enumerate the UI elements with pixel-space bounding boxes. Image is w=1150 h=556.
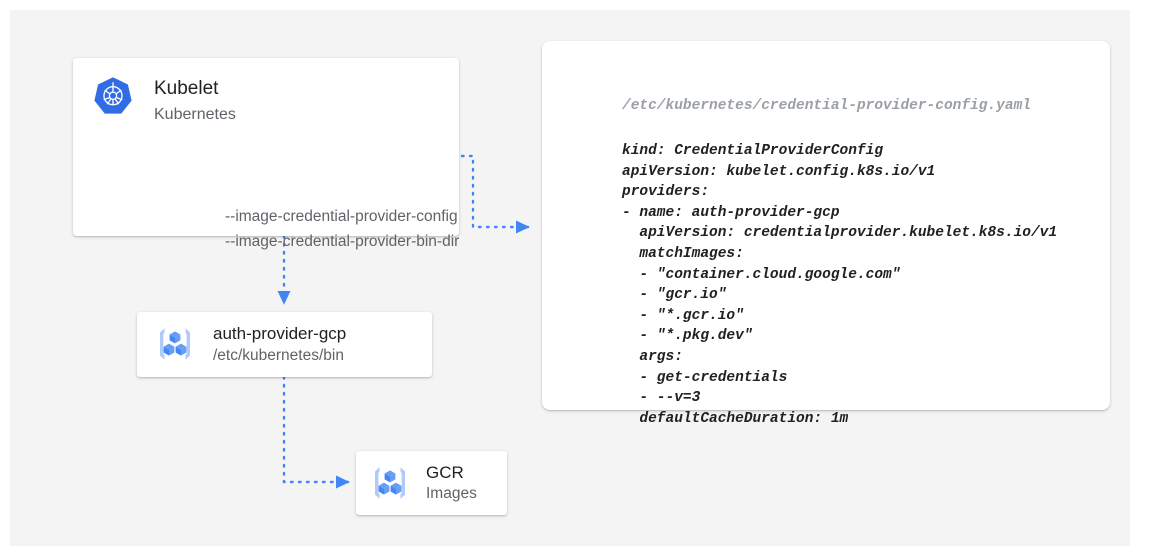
gcr-card[interactable]: GCR Images: [356, 451, 507, 515]
yaml-file-path: /etc/kubernetes/credential-provider-conf…: [622, 98, 1031, 114]
kubelet-subtitle: Kubernetes: [154, 106, 236, 123]
kubelet-card-titles: Kubelet Kubernetes: [154, 76, 236, 126]
kubelet-flag-config: --image-credential-provider-config: [225, 208, 458, 225]
auth-provider-title: auth-provider-gcp: [213, 323, 347, 343]
auth-provider-card-titles: auth-provider-gcp /etc/kubernetes/bin: [213, 323, 346, 366]
kubelet-title: Kubelet: [154, 78, 219, 99]
gcr-card-titles: GCR Images: [426, 462, 477, 504]
auth-provider-gcp-card[interactable]: auth-provider-gcp /etc/kubernetes/bin: [137, 312, 432, 377]
kubelet-flag-list: --image-credential-provider-config --ima…: [225, 204, 459, 254]
gcr-subtitle: Images: [426, 485, 477, 502]
gcp-artifact-cubes-icon: [366, 459, 414, 507]
credential-provider-config-card[interactable]: /etc/kubernetes/credential-provider-conf…: [542, 41, 1110, 427]
auth-provider-card-inner: auth-provider-gcp /etc/kubernetes/bin: [151, 320, 346, 368]
kubelet-flag-bin-dir: --image-credential-provider-bin-dir: [225, 233, 460, 250]
kubelet-card[interactable]: Kubelet Kubernetes --image-credential-pr…: [73, 58, 459, 250]
kubelet-card-header: Kubelet Kubernetes: [92, 76, 236, 126]
auth-provider-subtitle: /etc/kubernetes/bin: [213, 346, 344, 364]
gcp-artifact-cubes-icon: [151, 320, 199, 368]
gcr-title: GCR: [426, 463, 464, 482]
kubernetes-logo-icon: [92, 76, 134, 118]
yaml-content: kind: CredentialProviderConfig apiVersio…: [622, 143, 1058, 427]
gcr-card-inner: GCR Images: [366, 459, 477, 507]
